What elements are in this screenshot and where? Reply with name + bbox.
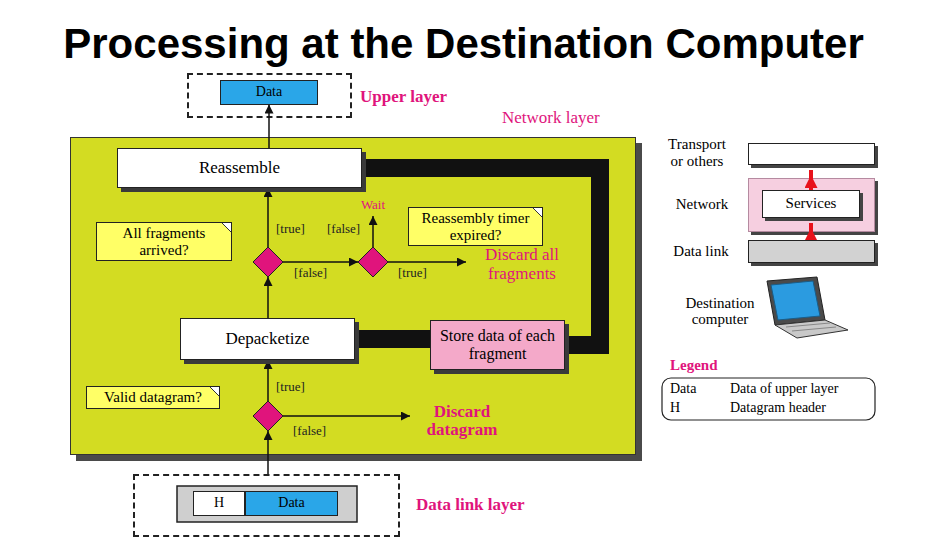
box-label: H	[214, 495, 224, 511]
flow-arrow	[267, 277, 269, 318]
legend-frame	[662, 378, 875, 420]
condition-label: [true]	[398, 266, 427, 281]
legend-key: Data	[670, 381, 696, 397]
layer-name: Data link layer	[416, 495, 525, 515]
process-label: Depacketize	[226, 329, 310, 349]
header-box: H	[193, 491, 245, 516]
decision-diamond: Valid datagram?	[253, 401, 283, 431]
decision-callout: All fragments arrived?	[96, 222, 232, 261]
laptop-keys	[792, 327, 836, 331]
decision-callout: Valid datagram?	[86, 386, 220, 409]
discard-arrow	[388, 261, 466, 263]
data-bar	[355, 330, 430, 348]
layer-name: Network layer	[502, 108, 600, 128]
layer-name: Transport or others	[660, 136, 734, 169]
layer-panel: NetworkServices	[748, 178, 875, 232]
device-label: Destination computer	[672, 296, 768, 328]
decision-callout: Reassembly timer expired?	[408, 207, 543, 246]
condition-label: [false]	[327, 222, 360, 237]
condition-label: [false]	[294, 266, 327, 281]
legend-text: Datagram header	[730, 400, 826, 416]
discard-arrow	[283, 415, 410, 417]
wait-arrow	[372, 216, 374, 247]
flow-arrow	[268, 105, 270, 149]
laptop-keys	[786, 323, 830, 327]
outcome-label: Discard all fragments	[470, 246, 574, 283]
laptop-bezel	[767, 277, 825, 325]
diamond-shape	[253, 401, 283, 431]
legend-text: Data of upper layer	[730, 381, 838, 397]
box-label: Data	[256, 84, 282, 100]
data-box: Data	[245, 491, 338, 516]
laptop-keyboard	[775, 320, 848, 338]
diamond-shape	[253, 247, 283, 277]
box-label: Data	[278, 495, 304, 511]
diamond-shape	[253, 401, 283, 431]
title: Processing at the Destination Computer	[0, 20, 927, 68]
process-label: Reassemble	[199, 158, 280, 178]
storage-box: Store data of each fragment	[430, 320, 565, 370]
legend-title: Legend	[670, 357, 718, 374]
flow-arrow	[283, 261, 358, 263]
process-box: Depacketize	[180, 318, 355, 360]
decision-diamond: Reassembly timer expired?	[358, 247, 388, 277]
service-label: Services	[786, 195, 837, 212]
diamond-shape	[358, 247, 388, 277]
diamond-shape	[253, 247, 283, 277]
data-bar	[362, 168, 600, 345]
service-box: Services	[762, 190, 860, 218]
flow-arrow	[267, 360, 269, 401]
layer-box: Transport or others	[748, 143, 875, 165]
outcome-label: Discard datagram	[414, 403, 510, 439]
storage-label: Store data of each fragment	[435, 327, 560, 362]
condition-label: [false]	[293, 424, 326, 439]
process-box: Reassemble	[117, 148, 362, 188]
layer-name: Network	[662, 196, 742, 213]
laptop-screen	[771, 281, 820, 320]
data-box: Data	[220, 80, 318, 105]
condition-label: [true]	[276, 380, 305, 395]
flow-arrow	[809, 170, 813, 190]
flow-arrow	[809, 223, 813, 240]
layer-panel: Network layerReassembleAll fragments arr…	[70, 137, 636, 455]
flow-arrow	[267, 188, 269, 247]
frame-box	[177, 486, 357, 522]
layer-box: Data link	[748, 240, 875, 263]
condition-label: [true]	[276, 222, 305, 237]
legend-key: H	[670, 400, 680, 416]
layer-frame: Upper layerData	[187, 73, 352, 118]
outcome-label: Wait	[353, 198, 393, 213]
diamond-shape	[358, 247, 388, 277]
layer-name: Data link	[660, 243, 742, 260]
flow-arrow	[267, 431, 269, 474]
decision-diamond: All fragments arrived?	[253, 247, 283, 277]
layer-frame: Data link layerHData	[133, 474, 400, 537]
layer-name: Upper layer	[360, 87, 447, 107]
